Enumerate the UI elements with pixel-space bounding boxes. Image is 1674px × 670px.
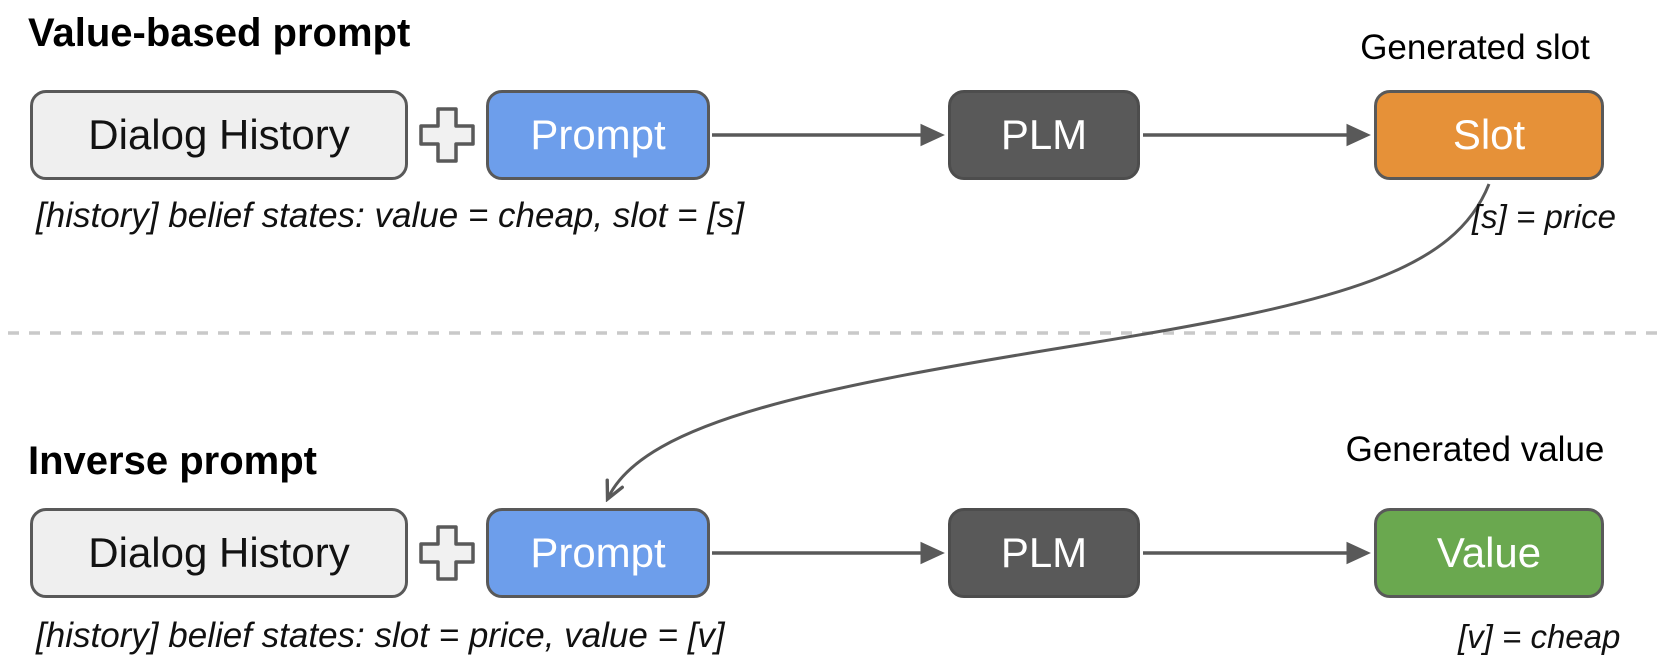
slot-label: Slot bbox=[1452, 111, 1526, 158]
generated-value-label: Generated value bbox=[1345, 430, 1605, 469]
value-result-annotation: [v] = cheap bbox=[1458, 618, 1621, 655]
prompt-label: Prompt bbox=[530, 111, 666, 158]
prompt-label: Prompt bbox=[530, 529, 666, 576]
plus-icon bbox=[419, 107, 475, 163]
section-title-value-based: Value-based prompt bbox=[28, 11, 411, 55]
slot-result-annotation: [s] = price bbox=[1472, 198, 1616, 235]
value-box: Value bbox=[1374, 508, 1604, 598]
prompt-box-bottom: Prompt bbox=[486, 508, 710, 598]
plm-box-top: PLM bbox=[948, 90, 1140, 180]
dialog-history-label: Dialog History bbox=[88, 111, 350, 158]
slot-box: Slot bbox=[1374, 90, 1604, 180]
prompt-box-top: Prompt bbox=[486, 90, 710, 180]
dialog-history-box-bottom: Dialog History bbox=[30, 508, 408, 598]
dialog-history-box-top: Dialog History bbox=[30, 90, 408, 180]
value-label: Value bbox=[1436, 529, 1542, 576]
dialog-history-label: Dialog History bbox=[88, 529, 350, 576]
plm-label: PLM bbox=[1000, 529, 1088, 576]
arrow-slot-to-inverse-prompt bbox=[608, 183, 1491, 498]
inverse-prompt-text: [history] belief states: slot = price, v… bbox=[36, 616, 725, 655]
plus-icon bbox=[419, 525, 475, 581]
plm-label: PLM bbox=[1000, 111, 1088, 158]
section-title-inverse: Inverse prompt bbox=[28, 439, 317, 483]
plm-box-bottom: PLM bbox=[948, 508, 1140, 598]
generated-slot-label: Generated slot bbox=[1360, 28, 1590, 67]
value-based-prompt-text: [history] belief states: value = cheap, … bbox=[36, 196, 745, 235]
